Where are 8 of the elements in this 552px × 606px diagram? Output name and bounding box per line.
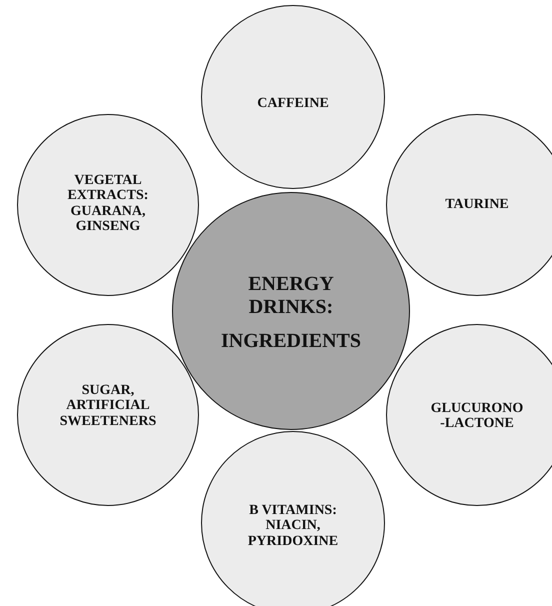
- ingredient-label: CAFFEINE: [256, 96, 330, 112]
- ingredient-label: VEGETAL EXTRACTS: GUARANA, GINSENG: [66, 173, 150, 235]
- ingredient-label: SUGAR, ARTIFICIAL SWEETENERS: [58, 383, 158, 430]
- ingredient-label: GLUCURONO -LACTONE: [430, 401, 524, 432]
- ingredient-label: TAURINE: [444, 197, 510, 212]
- title-text: ENERGY DRINKS:: [247, 273, 335, 319]
- title-text: INGREDIENTS: [220, 330, 362, 353]
- ingredient-label: B VITAMINS: NIACIN, PYRIDOXINE: [246, 503, 340, 550]
